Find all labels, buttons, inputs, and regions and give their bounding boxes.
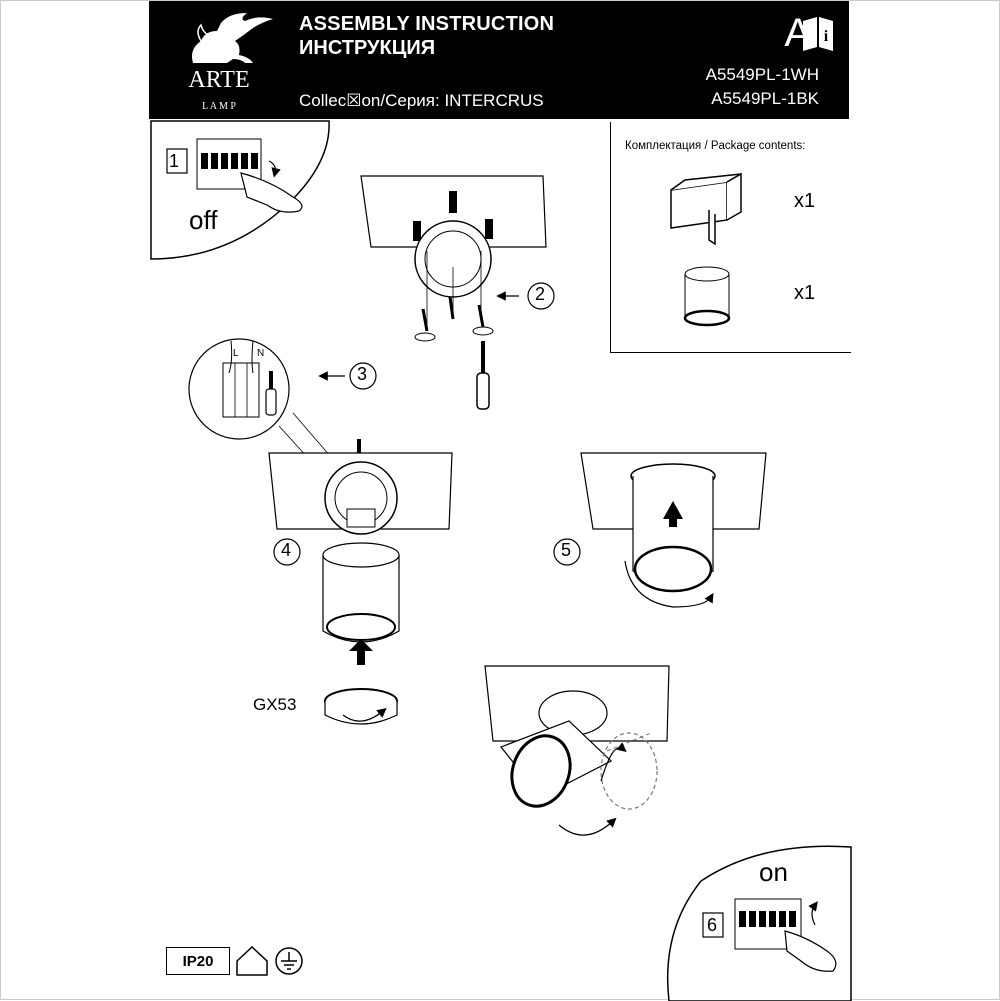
- step-3-number: 3: [357, 364, 368, 384]
- brand-text: ARTE: [188, 67, 249, 93]
- step-4-install: [268, 439, 453, 725]
- info-book-icon: i: [803, 17, 833, 51]
- brand-sub-text: L A M P: [202, 101, 236, 112]
- model-code-2: A5549PL-1BK: [711, 89, 819, 108]
- ip-rating-badge: IP20: [166, 947, 230, 975]
- step-6-switch-on: [666, 845, 852, 1001]
- step-4-number: 4: [281, 540, 292, 560]
- step-6-number: 6: [707, 915, 718, 935]
- header-bar: ARTE L A M P ASSEMBLY INSTRUCTION ИНСТРУ…: [149, 1, 849, 119]
- ground-symbol-icon: [275, 947, 303, 975]
- griffin-logo-icon: ARTE L A M P: [188, 13, 273, 112]
- package-qty-1: x1: [794, 190, 816, 212]
- svg-text:i: i: [824, 28, 829, 45]
- package-title: Комплектация / Package contents:: [625, 140, 806, 152]
- title-ru: ИНСТРУКЦИЯ: [299, 37, 436, 59]
- step-5-number: 5: [561, 540, 572, 560]
- step-1-number: 1: [169, 151, 180, 171]
- title-en: ASSEMBLY INSTRUCTION: [299, 13, 555, 35]
- package-contents-box: Комплектация / Package contents: x1 x1: [610, 122, 851, 353]
- lamp-cylinder-icon: [683, 266, 731, 327]
- wire-l-label: L: [233, 348, 239, 359]
- step-3-wiring-detail: [188, 338, 377, 502]
- series-label: Collec☒on/Серия: INTERCRUS: [299, 91, 544, 110]
- step-5-attach: [553, 452, 767, 608]
- step-2-mount-plate: [360, 175, 555, 410]
- step-2-number: 2: [535, 284, 546, 304]
- off-label: off: [189, 205, 218, 235]
- on-label: on: [759, 857, 788, 887]
- step-1-switch-off: [150, 120, 330, 260]
- bulb-type-label: GX53: [253, 695, 297, 714]
- box-icon: [670, 172, 742, 246]
- rotation-view: [484, 665, 670, 836]
- model-code-1: A5549PL-1WH: [705, 65, 819, 84]
- wire-n-label: N: [257, 348, 265, 359]
- house-icon: [236, 945, 268, 976]
- package-qty-2: x1: [794, 282, 816, 304]
